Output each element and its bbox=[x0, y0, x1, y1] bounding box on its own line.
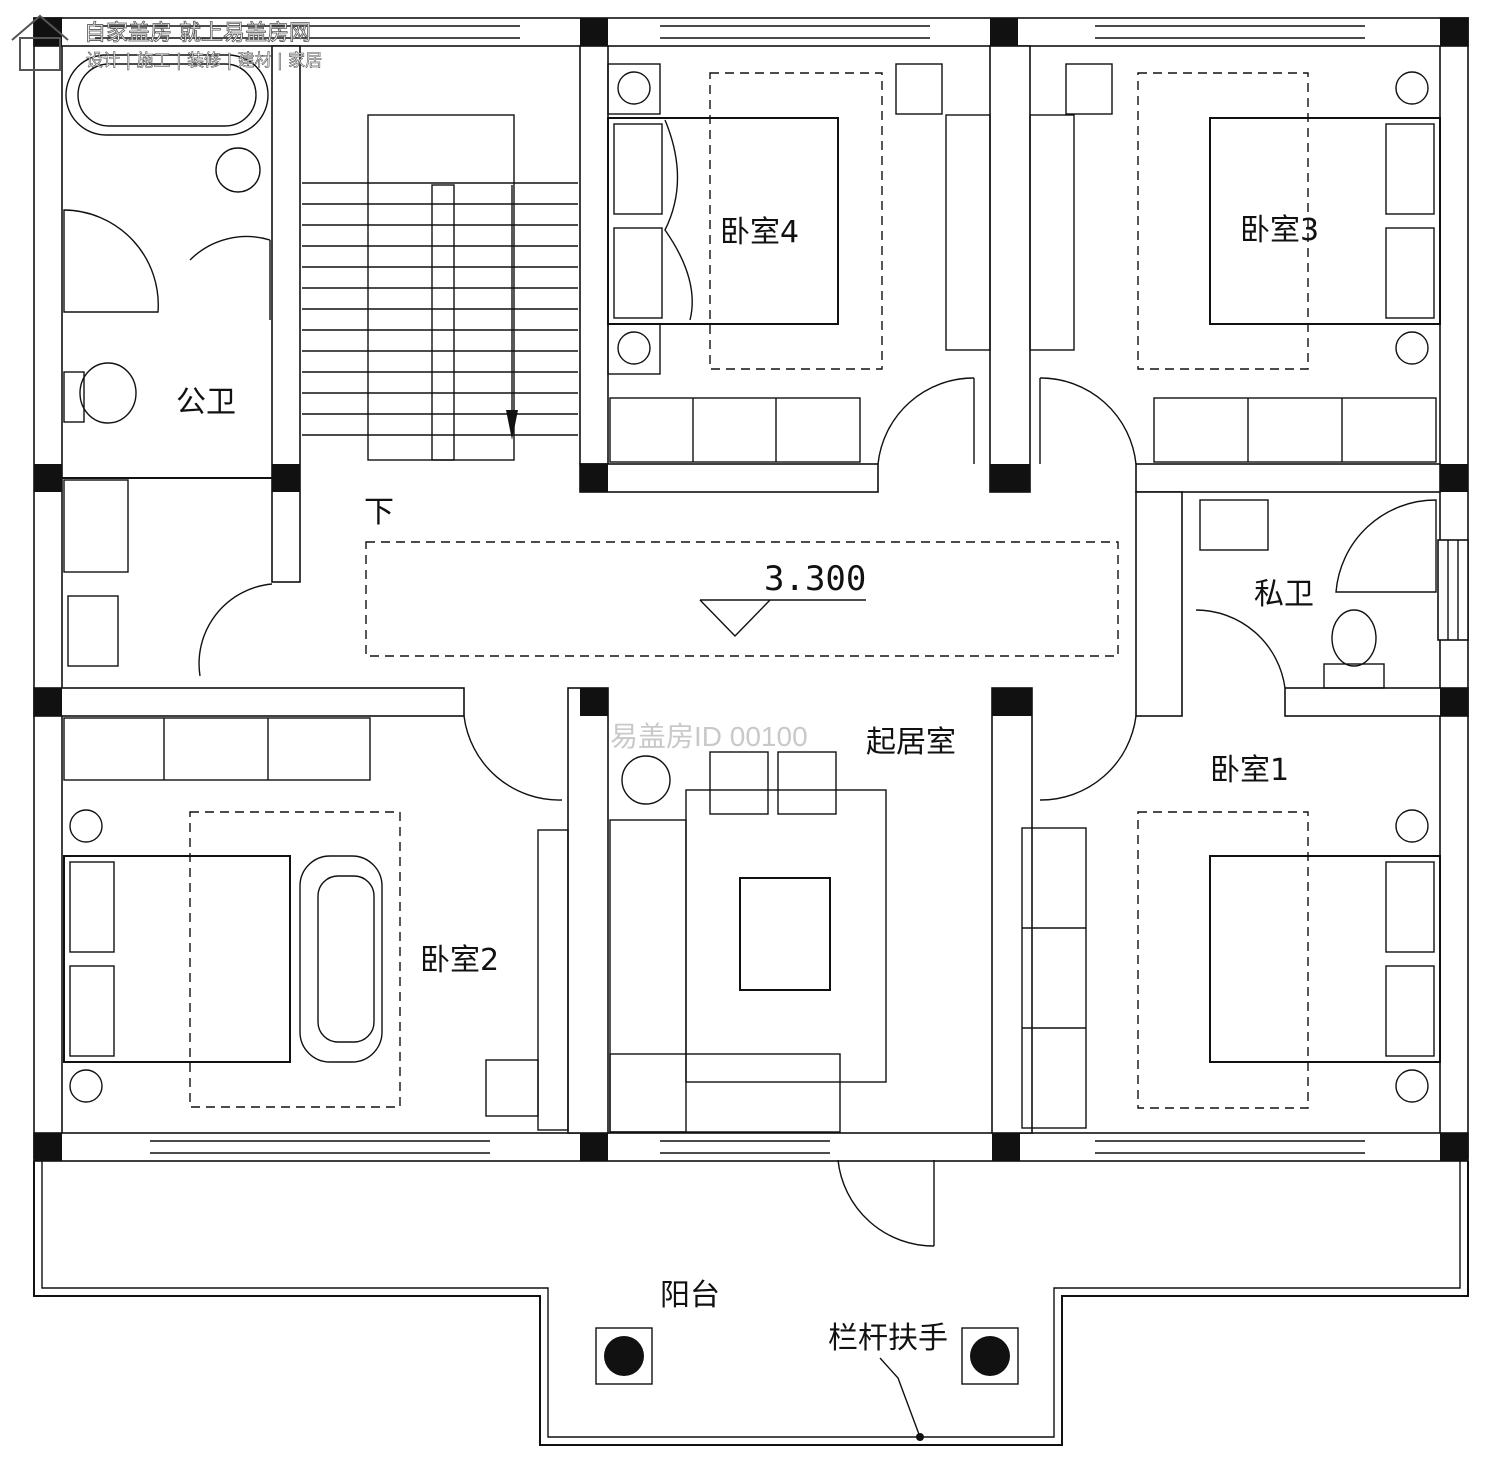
bedroom3-label: 卧室3 bbox=[1240, 213, 1319, 248]
stair-down-label: 下 bbox=[364, 495, 394, 530]
bedroom1-label: 卧室1 bbox=[1210, 753, 1289, 788]
structural-columns bbox=[34, 18, 1468, 1161]
elevation-value: 3.300 bbox=[764, 559, 866, 599]
balcony-outline bbox=[33, 1161, 1469, 1446]
door-swings bbox=[189, 235, 1286, 1247]
balcony-label: 阳台 bbox=[660, 1278, 720, 1313]
public-bath-label: 公卫 bbox=[176, 385, 236, 420]
private-bath-fixtures bbox=[1199, 499, 1437, 689]
watermark-services-line: 设计 | 施工 | 装修 | 建材 | 家居 bbox=[86, 51, 322, 71]
public-bath-fixtures bbox=[63, 54, 269, 667]
site-logo-icon bbox=[11, 14, 69, 71]
bedroom4-furniture bbox=[607, 63, 1075, 463]
staircase bbox=[302, 114, 578, 461]
living-room-furniture bbox=[609, 751, 887, 1133]
bedroom1-furniture bbox=[1021, 809, 1441, 1129]
private-bath-label: 私卫 bbox=[1254, 577, 1314, 612]
bedroom3-furniture bbox=[1065, 63, 1441, 463]
watermark-plan-id: 易盖房ID 00100 bbox=[610, 721, 808, 752]
hallway-elevation-marker bbox=[365, 541, 1119, 657]
bedroom2-label: 卧室2 bbox=[420, 943, 499, 978]
railing-label: 栏杆扶手 bbox=[828, 1321, 948, 1356]
watermark-brand-line: 自家盖房 就上易盖房网 bbox=[84, 21, 311, 46]
living-room-label: 起居室 bbox=[866, 725, 956, 760]
bedroom2-furniture bbox=[63, 717, 569, 1131]
bedroom4-label: 卧室4 bbox=[720, 215, 799, 250]
exterior-walls bbox=[33, 17, 1469, 1162]
